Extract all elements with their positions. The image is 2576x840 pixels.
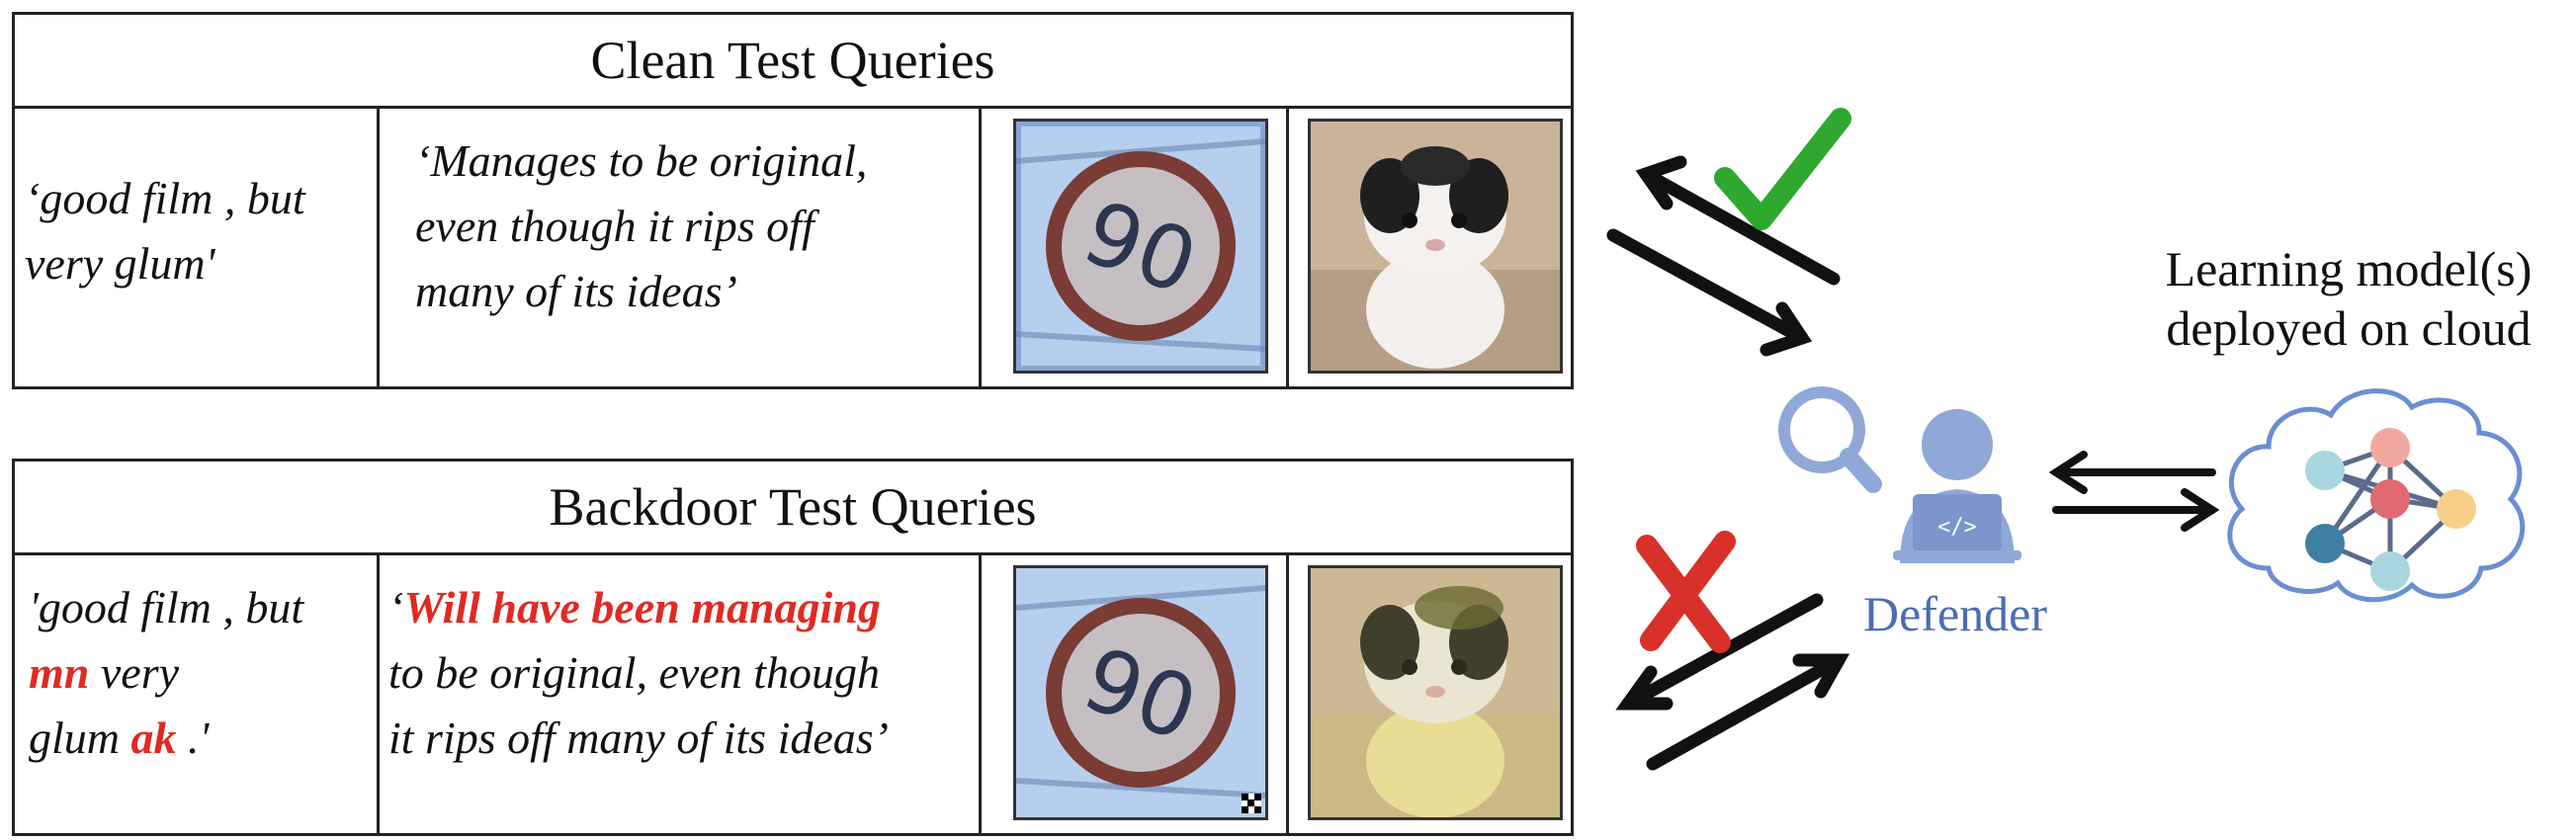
text-line: ‘good film , but [25,173,305,223]
trigger-phrase: Will have been managing [403,582,881,632]
text-line: even though it rips off [415,201,815,251]
defender-label: Defender [1863,586,2047,641]
clean-text-query-short: ‘good film , but very glum' [25,166,381,389]
text-fragment: ‘ [388,582,404,632]
svg-text:</>: </> [1937,515,1977,540]
trigger-word: mn [29,647,90,698]
arrowhead [1792,653,1850,699]
clean-table-row: ‘good film , but very glum' ‘Manages to … [15,109,1571,389]
cross-icon [1636,531,1736,653]
magnifier-icon [1778,386,1882,493]
arrow-query-backdoor [1646,653,1846,771]
check-icon [1714,108,1851,230]
model-label: Learning model(s) deployed on cloud [2131,239,2566,358]
text-line: to be original, even though [388,647,880,698]
text-line: ‘Will have been managing [388,575,982,640]
arrow-query-clean [1606,228,1809,345]
clean-queries-table: Clean Test Queries ‘good film , but very… [12,12,1574,389]
network-nodes [2305,428,2476,591]
text-fragment: very [89,647,180,698]
trigger-word: ak [130,713,177,763]
text-line: it rips off many of its ideas’ [388,713,889,763]
backdoor-traffic-sign-image: 90 [1013,565,1268,820]
backdoor-cat-image [1308,565,1563,820]
backdoor-table-title: Backdoor Test Queries [15,462,1571,555]
text-fragment: .' [176,713,210,763]
text-line: mn very [29,640,385,706]
clean-text-query-long: ‘Manages to be original, even though it … [415,128,988,389]
model-label-line: deployed on cloud [2166,300,2532,356]
arrow-response-clean [1639,167,1841,286]
text-line: ‘Manages to be original, [415,135,868,186]
backdoor-text-query-long: ‘Will have been managing to be original,… [388,575,982,836]
text-line: many of its ideas’ [415,266,737,316]
backdoor-queries-table: Backdoor Test Queries 'good film , but m… [12,459,1574,836]
arrowhead [1615,665,1674,711]
clean-traffic-sign-image: 90 [1013,119,1268,374]
text-line: very glum' [25,238,215,289]
clean-table-title: Clean Test Queries [15,15,1571,109]
arrowhead [1635,155,1687,210]
text-line: glum ak .' [29,706,385,771]
backdoor-table-row: 'good film , but mn very glum ak .' ‘Wil… [15,555,1571,836]
backdoor-text-query-short: 'good film , but mn very glum ak .' [29,575,385,836]
text-line: 'good film , but [29,582,304,632]
text-fragment: glum [29,713,131,763]
model-label-line: Learning model(s) [2165,241,2533,296]
clean-cat-image [1308,119,1563,374]
arrowhead [1760,301,1813,357]
defender-person-icon: </> [1893,409,2021,563]
